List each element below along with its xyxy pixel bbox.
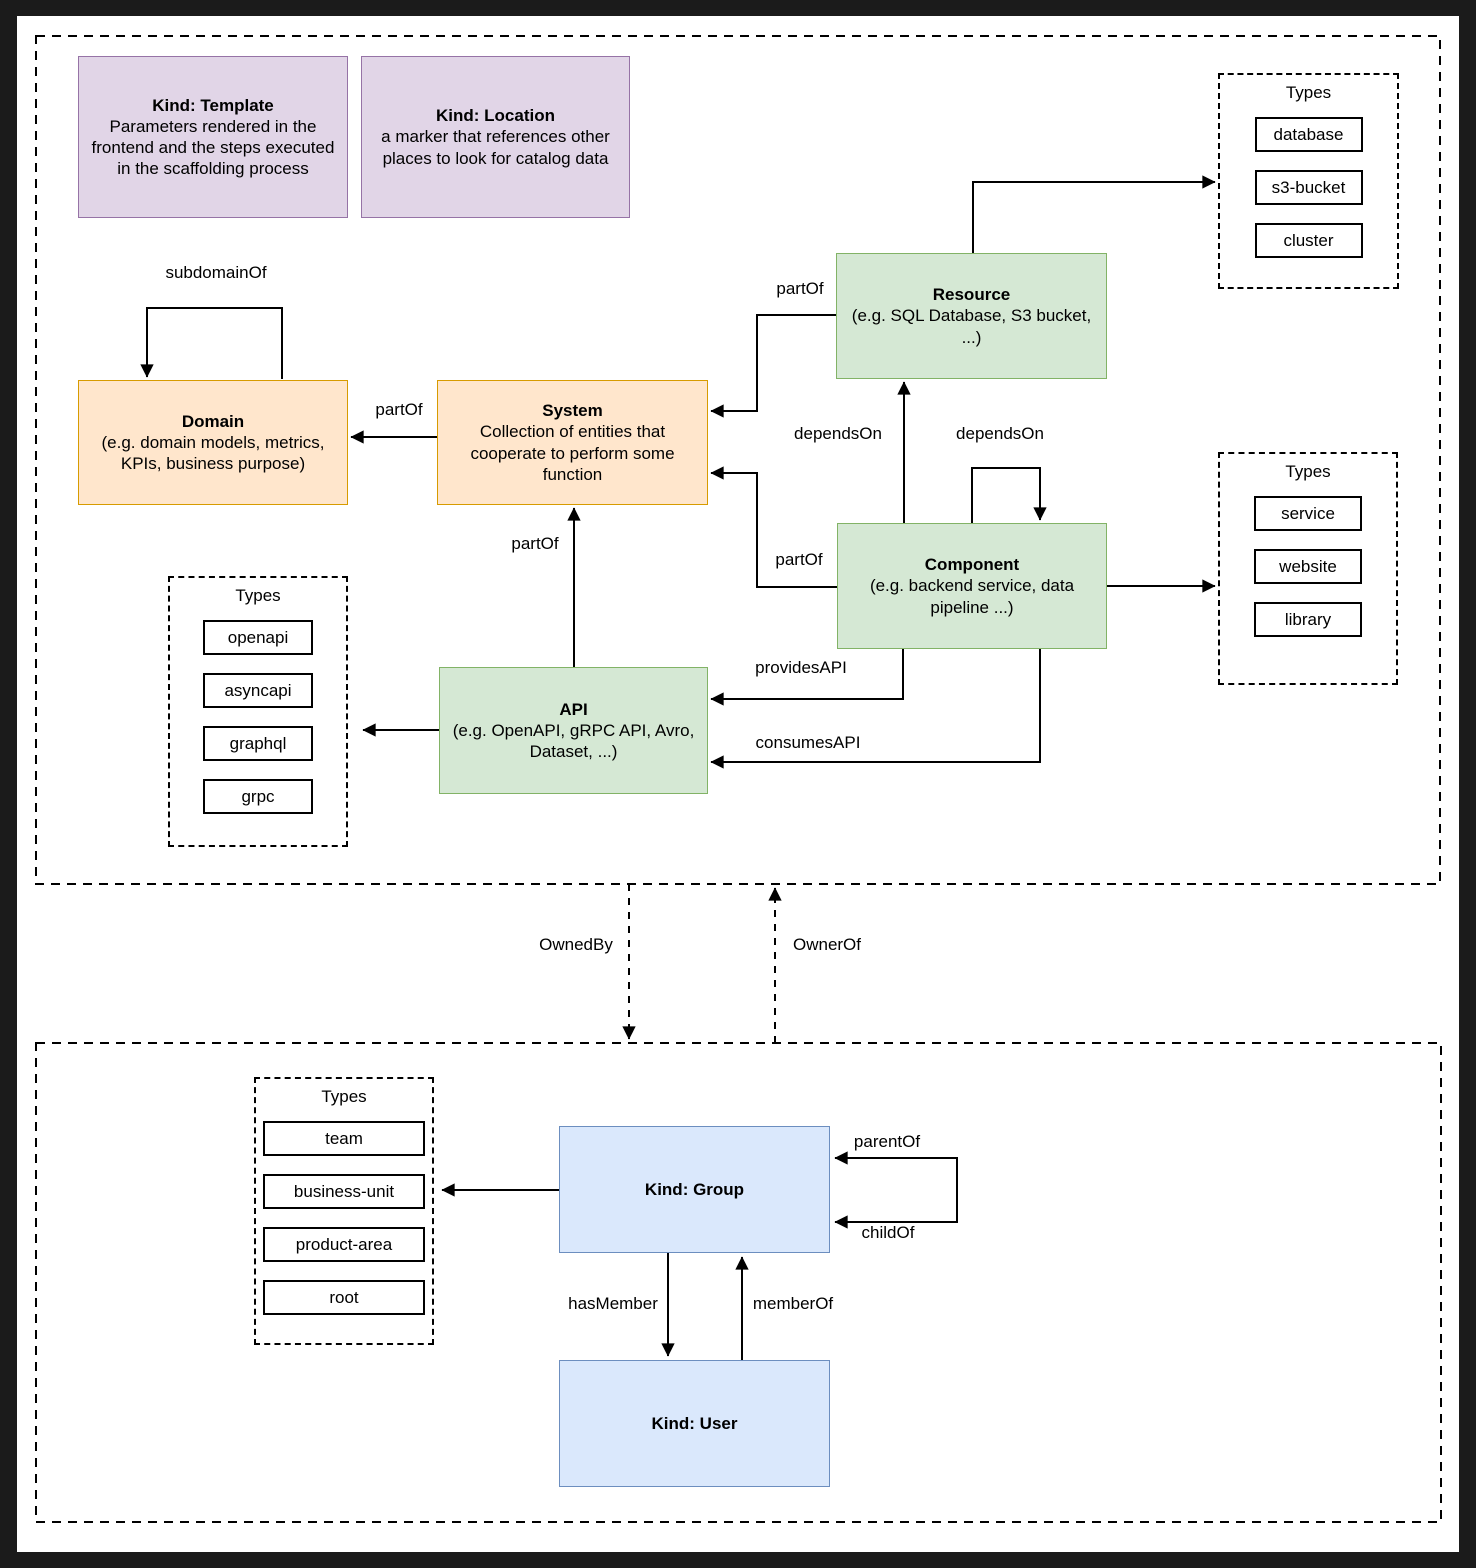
type-item: s3-bucket — [1254, 170, 1363, 205]
types-panel-group: Types team business-unit product-area ro… — [254, 1077, 434, 1345]
node-resource: Resource (e.g. SQL Database, S3 bucket, … — [836, 253, 1107, 379]
node-api-body: (e.g. OpenAPI, gRPC API, Avro, Dataset, … — [452, 720, 695, 762]
node-kind-location: Kind: Location a marker that references … — [361, 56, 630, 218]
edge-label-hasmember: hasMember — [566, 1294, 660, 1314]
node-kind-group-title: Kind: Group — [644, 1179, 745, 1199]
types-panel-api: Types openapi asyncapi graphql grpc — [168, 576, 348, 847]
node-component-body: (e.g. backend service, data pipeline ...… — [869, 576, 1075, 617]
type-item: root — [263, 1280, 425, 1315]
node-kind-template-title: Kind: Template — [152, 95, 274, 115]
node-kind-template: Kind: Template Parameters rendered in th… — [78, 56, 348, 218]
type-item: openapi — [203, 620, 313, 655]
edge-label-dependson-resource: dependsOn — [792, 424, 884, 444]
node-kind-location-body: a marker that references other places to… — [381, 127, 610, 168]
node-domain: Domain (e.g. domain models, metrics, KPI… — [78, 380, 348, 505]
node-system: System Collection of entities that coope… — [437, 380, 708, 505]
node-kind-user: Kind: User — [559, 1360, 830, 1487]
edge-label-consumesapi: consumesAPI — [753, 733, 863, 753]
edge-label-providesapi: providesAPI — [753, 658, 849, 678]
type-item: asyncapi — [203, 673, 313, 708]
types-panel-component-title: Types — [1285, 462, 1331, 481]
edge-label-subdomainof: subdomainOf — [163, 263, 269, 283]
node-domain-title: Domain — [181, 411, 245, 431]
edge-label-childof: childOf — [859, 1223, 917, 1243]
edge-label-parentof: parentOf — [851, 1132, 923, 1152]
node-domain-body: (e.g. domain models, metrics, KPIs, busi… — [101, 432, 325, 474]
edge-label-partof-system-domain: partOf — [373, 400, 425, 420]
node-kind-location-title: Kind: Location — [436, 106, 555, 126]
edge-label-partof-resource-system: partOf — [774, 279, 826, 299]
node-kind-group: Kind: Group — [559, 1126, 830, 1253]
node-kind-user-title: Kind: User — [651, 1413, 738, 1433]
types-panel-resource-title: Types — [1285, 83, 1332, 102]
type-item: team — [263, 1121, 425, 1156]
node-kind-template-body: Parameters rendered in the frontend and … — [91, 116, 335, 179]
type-item: cluster — [1254, 223, 1363, 258]
type-item: business-unit — [263, 1174, 425, 1209]
node-system-body: Collection of entities that cooperate to… — [470, 422, 675, 484]
types-panel-api-title: Types — [235, 586, 281, 605]
node-resource-body: (e.g. SQL Database, S3 bucket, ...) — [851, 306, 1092, 347]
edge-label-ownedby: OwnedBy — [537, 935, 615, 955]
node-system-title: System — [542, 401, 603, 421]
edge-label-partof-api-system: partOf — [509, 534, 561, 554]
edge-label-memberof: memberOf — [750, 1294, 836, 1314]
type-item: grpc — [203, 779, 313, 814]
types-panel-resource: Types database s3-bucket cluster — [1218, 73, 1399, 289]
type-item: website — [1254, 549, 1362, 584]
edge-label-partof-component-system: partOf — [773, 550, 825, 570]
type-item: service — [1254, 496, 1362, 531]
type-item: database — [1254, 117, 1363, 152]
type-item: library — [1254, 602, 1362, 637]
node-component-title: Component — [924, 555, 1020, 575]
node-api-title: API — [559, 699, 588, 719]
types-panel-group-title: Types — [321, 1087, 367, 1106]
type-item: product-area — [263, 1227, 425, 1262]
types-panel-component: Types service website library — [1218, 452, 1398, 685]
type-item: graphql — [203, 726, 313, 761]
node-api: API (e.g. OpenAPI, gRPC API, Avro, Datas… — [439, 667, 708, 794]
node-resource-title: Resource — [932, 285, 1011, 305]
edge-label-dependson-loop: dependsOn — [954, 424, 1046, 444]
edge-label-ownerof: OwnerOf — [790, 935, 864, 955]
node-component: Component (e.g. backend service, data pi… — [837, 523, 1107, 649]
